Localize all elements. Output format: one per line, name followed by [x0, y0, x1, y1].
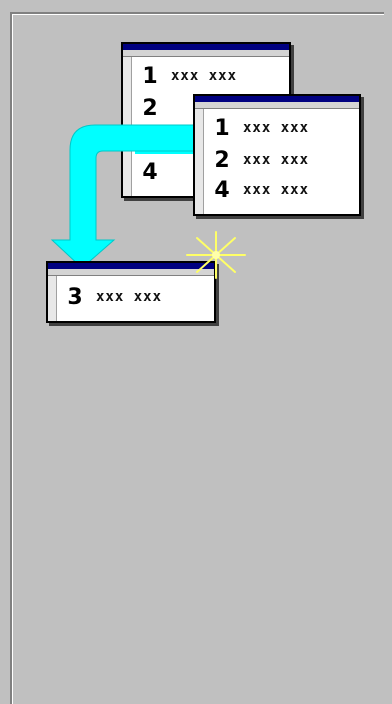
row-gutter: [195, 109, 204, 214]
list-row: 3 xxx xxx: [60, 283, 208, 311]
sparkle-icon: [183, 230, 249, 280]
list-row: 4 xxx xxx: [207, 176, 353, 204]
row-text: xxx xxx: [96, 289, 162, 305]
row-text: xxx xxx: [243, 120, 309, 136]
row-number: 3: [60, 285, 90, 310]
list-row: 1 xxx xxx: [207, 114, 353, 142]
row-number: 4: [207, 178, 237, 203]
row-gutter: [48, 276, 57, 321]
row-text: xxx xxx: [243, 182, 309, 198]
result-list-window: 1 xxx xxx 2 xxx xxx 4 xxx xxx: [193, 94, 361, 216]
row-number: 1: [207, 116, 237, 141]
row-number: 2: [207, 148, 237, 173]
row-text: xxx xxx: [243, 152, 309, 168]
list-row: 2 xxx xxx: [207, 146, 353, 174]
column-header: [195, 102, 359, 109]
